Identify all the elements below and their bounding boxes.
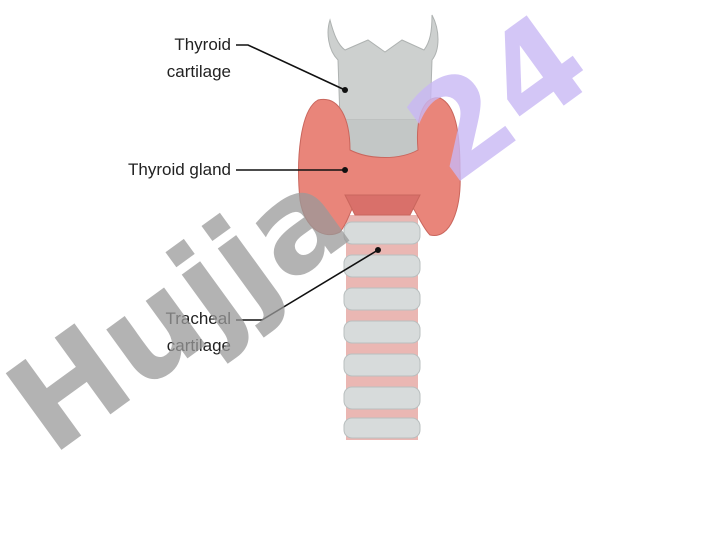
trachea (343, 215, 421, 440)
label-thyroid-cartilage: Thyroid cartilage (31, 31, 231, 85)
label-line: cartilage (166, 336, 231, 355)
label-line: cartilage (166, 62, 231, 81)
thyroid-gland (298, 97, 461, 236)
label-line: Thyroid (174, 35, 231, 54)
leader-lines (236, 44, 379, 321)
label-tracheal-cartilage: Tracheal cartilage (31, 305, 231, 359)
label-thyroid-gland: Thyroid gland (127, 160, 231, 179)
label-line: Tracheal (165, 309, 231, 328)
